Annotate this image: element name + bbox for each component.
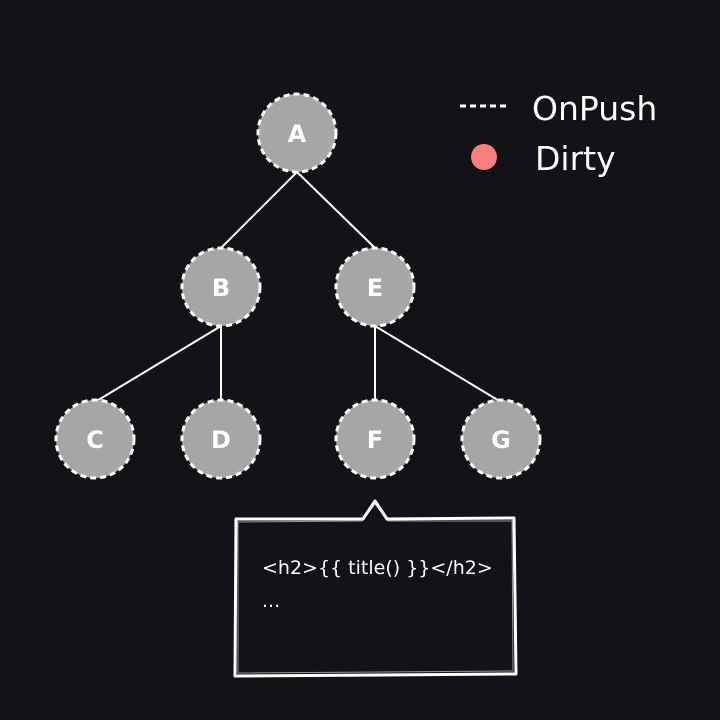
node-d[interactable]: D: [180, 398, 262, 480]
node-a-label: A: [288, 120, 307, 148]
node-c[interactable]: C: [54, 398, 136, 480]
edge-a-e: [296, 171, 376, 249]
callout-box-sketch-stroke: [237, 503, 514, 674]
node-a-circle: [256, 92, 338, 174]
node-a[interactable]: A: [256, 92, 338, 174]
node-d-circle: [180, 398, 262, 480]
node-b-label: B: [212, 274, 230, 302]
callout-box: [233, 499, 518, 678]
edge-e-g: [374, 325, 502, 403]
node-f-label: F: [367, 426, 383, 454]
legend-dirty-label: Dirty: [535, 139, 616, 178]
node-e-label: E: [367, 274, 383, 302]
template-callout: <h2>{{ title() }}</h2> ...: [233, 499, 518, 678]
node-b[interactable]: B: [180, 246, 262, 328]
callout-code-line-1: <h2>{{ title() }}</h2>: [262, 557, 493, 579]
edge-b-c: [94, 325, 222, 403]
edge-a-b: [220, 171, 298, 249]
node-g-label: G: [491, 426, 511, 454]
node-g[interactable]: G: [460, 398, 542, 480]
node-d-label: D: [211, 426, 231, 454]
node-e[interactable]: E: [334, 246, 416, 328]
node-f[interactable]: F: [334, 398, 416, 480]
legend: OnPush Dirty: [460, 89, 657, 178]
node-f-circle: [334, 398, 416, 480]
node-e-circle: [334, 246, 416, 328]
node-c-circle: [54, 398, 136, 480]
callout-code-line-2: ...: [262, 590, 280, 612]
dirty-dot-icon: [471, 144, 497, 170]
node-c-label: C: [86, 426, 104, 454]
legend-onpush-label: OnPush: [532, 89, 657, 128]
tree-edges: [94, 171, 502, 403]
node-b-circle: [180, 246, 262, 328]
node-g-circle: [460, 398, 542, 480]
